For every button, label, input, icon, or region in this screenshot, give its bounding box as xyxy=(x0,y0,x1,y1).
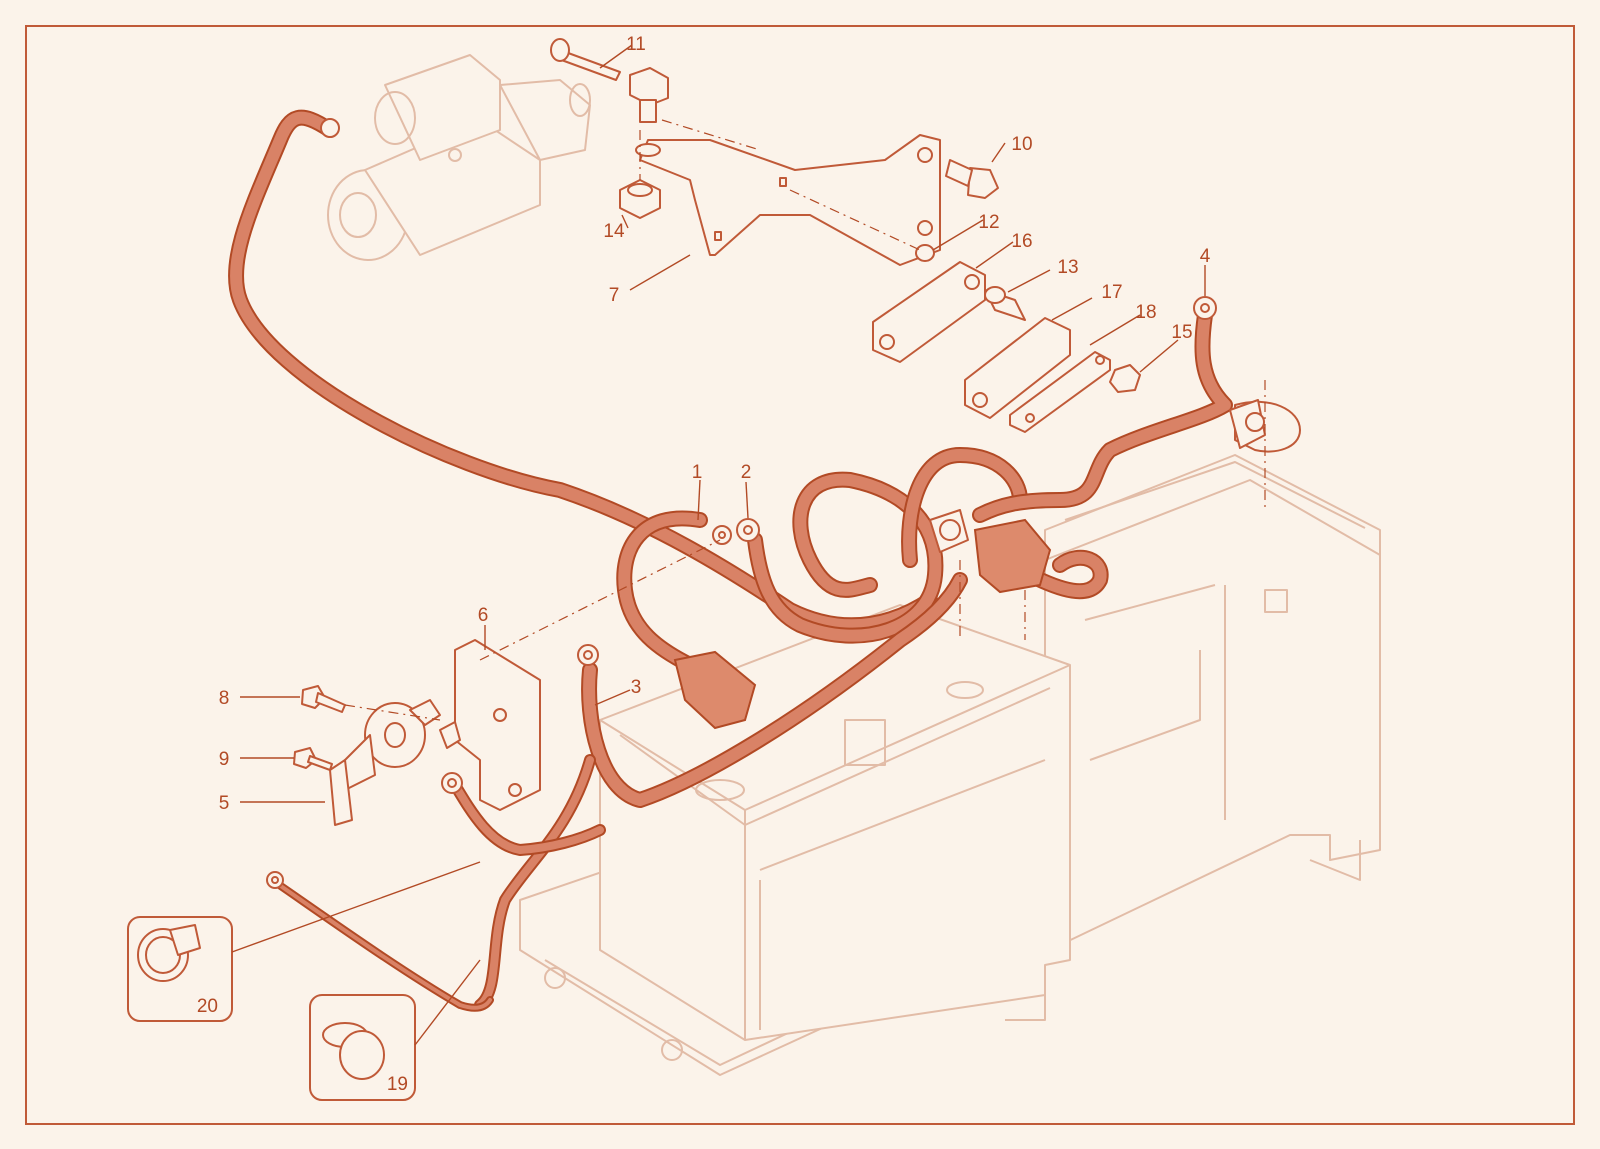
callout-16: 16 xyxy=(1011,231,1032,252)
callout-8: 8 xyxy=(219,688,230,709)
callout-6: 6 xyxy=(478,605,489,626)
leader-lines xyxy=(231,44,1206,1046)
callout-7: 7 xyxy=(609,285,620,306)
bracket-7 xyxy=(635,134,941,266)
callout-15: 15 xyxy=(1171,322,1192,343)
callout-17: 17 xyxy=(1101,282,1122,303)
callout-1: 1 xyxy=(692,462,703,483)
cable-terminals xyxy=(266,118,1217,889)
cables xyxy=(228,109,1233,1012)
diagram-border xyxy=(25,25,1575,1125)
inset-20-label: 20 xyxy=(197,996,218,1017)
inset-20: 20 xyxy=(127,916,233,1022)
callout-2: 2 xyxy=(741,462,752,483)
terminal-boot xyxy=(673,650,757,730)
callout-12: 12 xyxy=(978,212,999,233)
callout-4: 4 xyxy=(1200,246,1211,267)
callout-9: 9 xyxy=(219,749,230,770)
callout-3: 3 xyxy=(631,677,642,698)
callout-10: 10 xyxy=(1011,134,1032,155)
callout-5: 5 xyxy=(219,793,230,814)
callout-14: 14 xyxy=(603,221,625,242)
battery-clamps xyxy=(673,399,1301,730)
assembly-lines xyxy=(344,119,1266,721)
inset-19: 19 xyxy=(309,994,416,1101)
starter-motor xyxy=(327,54,591,261)
callout-13: 13 xyxy=(1057,257,1078,278)
inset-19-label: 19 xyxy=(387,1074,408,1095)
battery-right xyxy=(1044,454,1381,946)
callout-labels: 1 2 3 4 5 6 7 8 9 10 11 12 13 14 15 16 1… xyxy=(219,34,1211,814)
battery-switch xyxy=(329,639,541,826)
battery-left xyxy=(599,604,1071,1041)
callout-11: 11 xyxy=(626,34,646,55)
terminal-boot xyxy=(973,518,1052,594)
callout-18: 18 xyxy=(1135,302,1156,323)
cable-clamps xyxy=(872,261,1111,433)
